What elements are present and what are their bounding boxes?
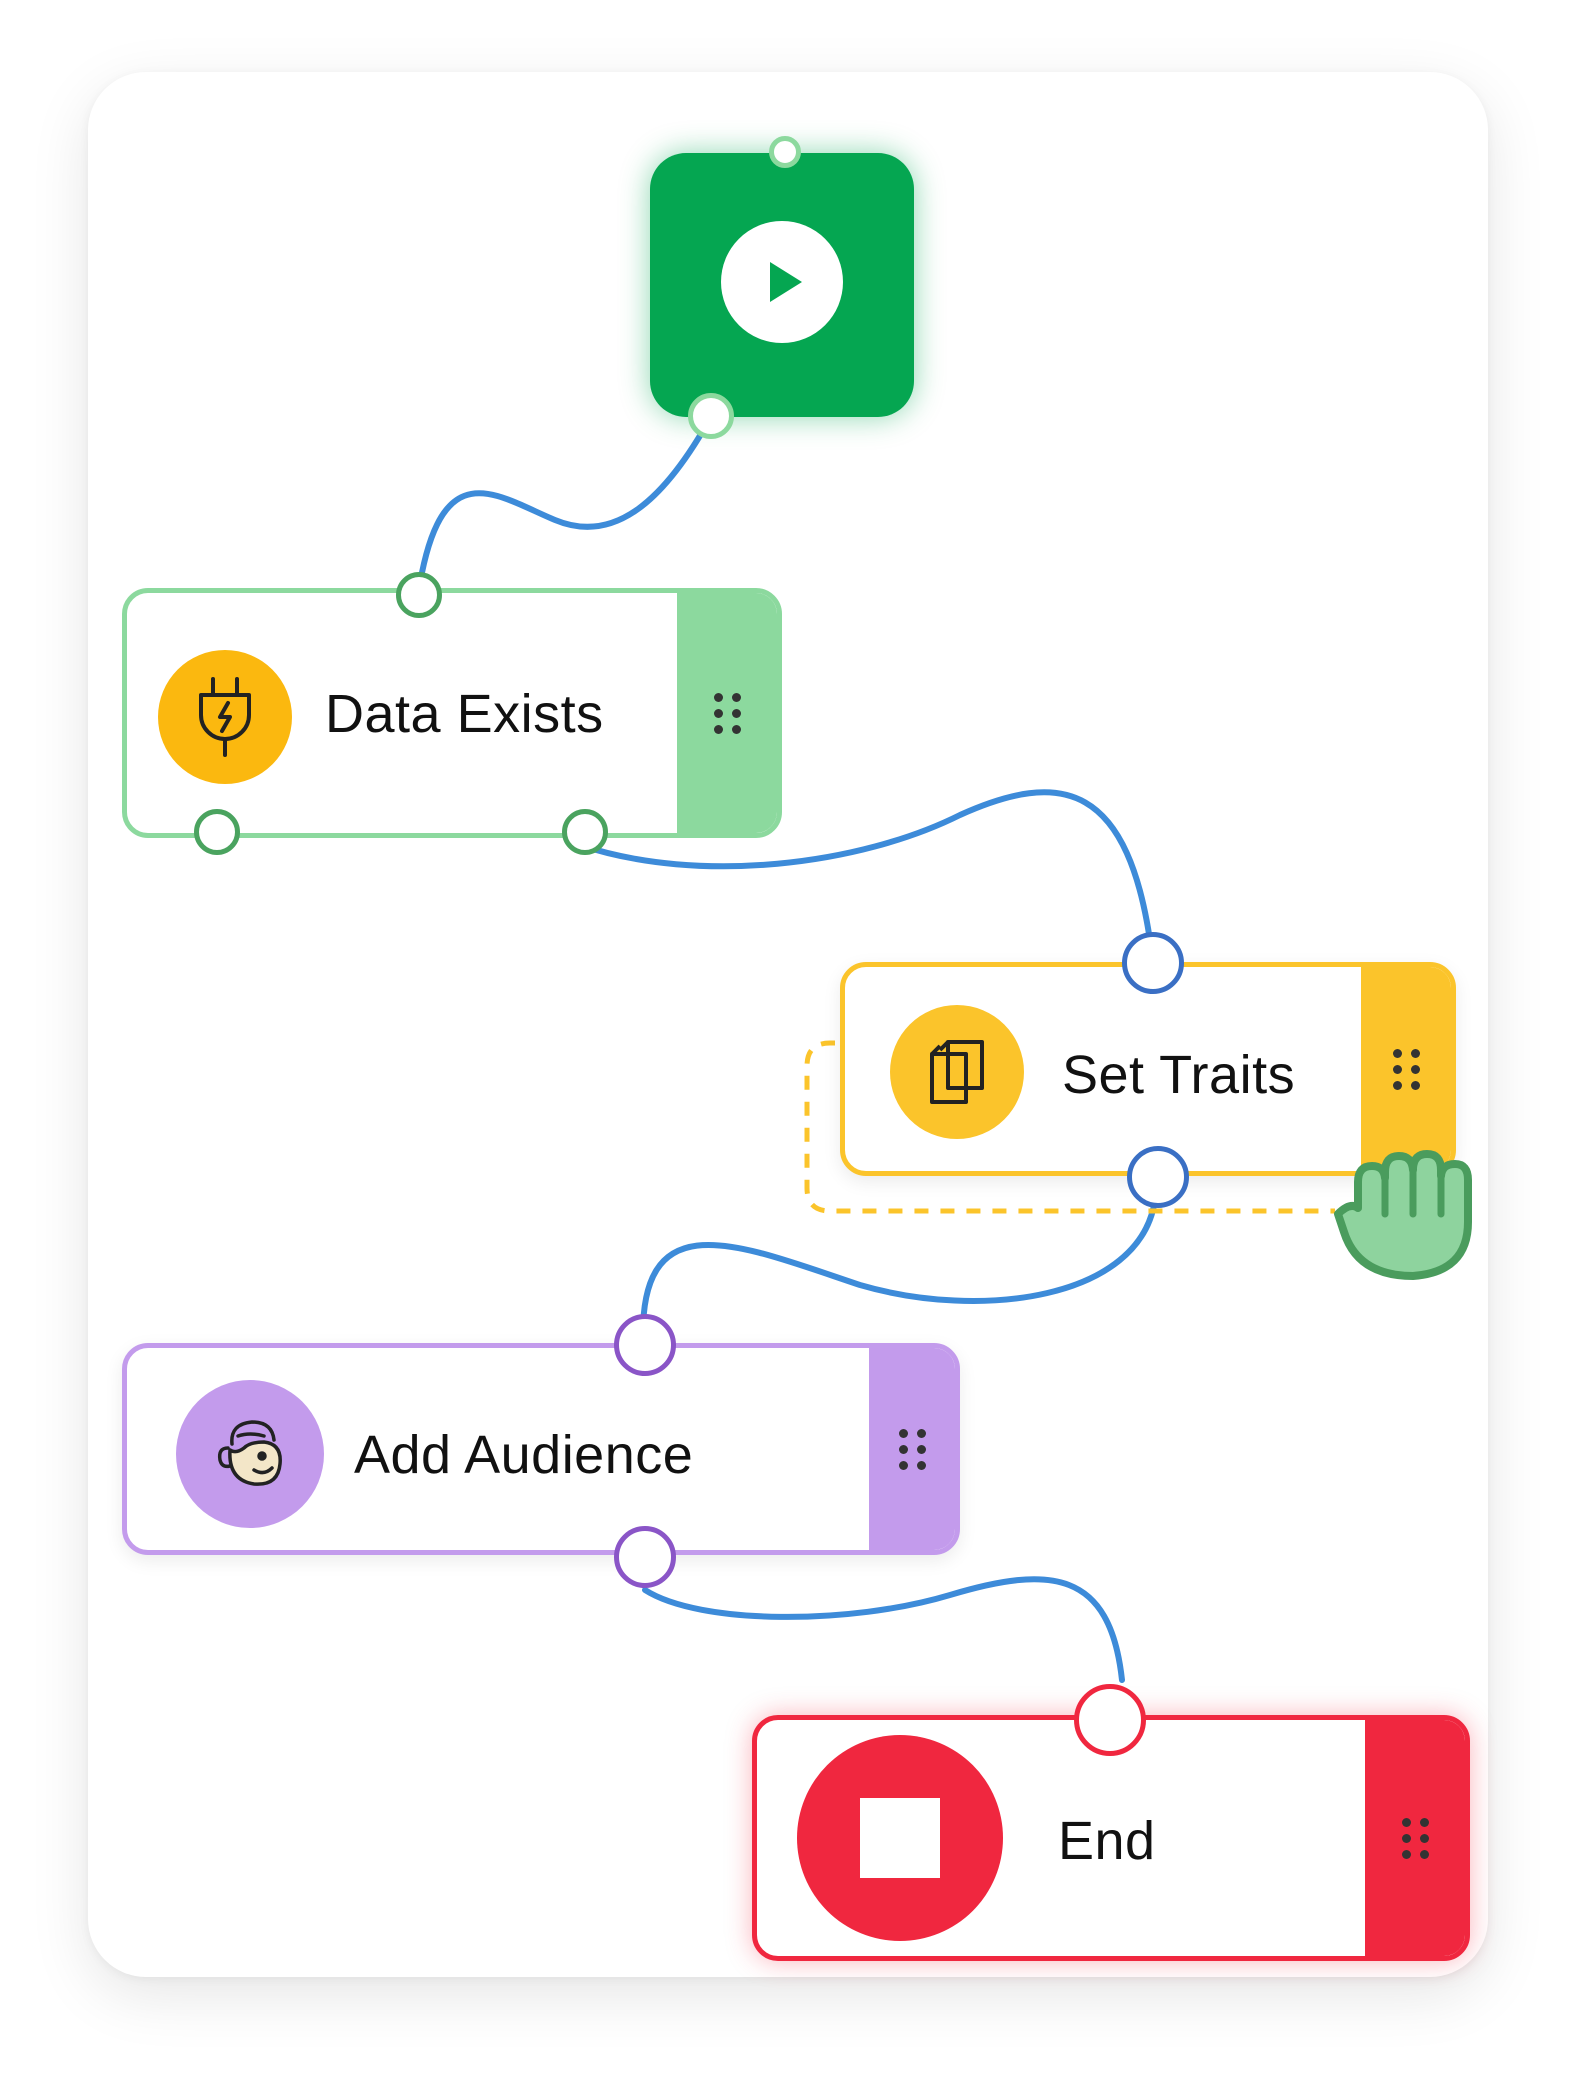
grip-dots-icon [713,692,741,734]
plug-icon [158,650,292,784]
grab-hand-icon [1328,1122,1488,1292]
start-node[interactable] [650,153,914,417]
copy-documents-icon [890,1005,1024,1139]
grip-dots-icon [1401,1817,1429,1859]
data-exists-label: Data Exists [325,684,604,744]
data-exists-output-port-left[interactable] [194,809,240,855]
add-audience-label: Add Audience [354,1425,694,1485]
set-traits-output-port[interactable] [1127,1146,1189,1208]
data-exists-node[interactable]: Data Exists [122,588,782,838]
set-traits-input-port[interactable] [1122,932,1184,994]
end-drag-handle[interactable] [1365,1720,1465,1956]
play-icon [721,221,843,343]
data-exists-drag-handle[interactable] [677,593,777,833]
add-audience-drag-handle[interactable] [869,1348,955,1550]
end-label: End [1058,1811,1156,1871]
end-node[interactable]: End [752,1715,1470,1961]
data-exists-output-port-right[interactable] [562,809,608,855]
add-audience-node[interactable]: Add Audience [122,1343,960,1555]
data-exists-input-port[interactable] [396,572,442,618]
mailchimp-icon [176,1380,324,1528]
end-input-port[interactable] [1074,1684,1146,1756]
grip-dots-icon [898,1428,926,1470]
stop-icon [797,1735,1003,1941]
set-traits-drag-handle[interactable] [1361,967,1451,1171]
set-traits-label: Set Traits [1062,1045,1296,1105]
add-audience-output-port[interactable] [614,1526,676,1588]
start-output-port[interactable] [688,393,734,439]
grip-dots-icon [1392,1048,1420,1090]
start-input-port[interactable] [769,136,801,168]
add-audience-input-port[interactable] [614,1314,676,1376]
